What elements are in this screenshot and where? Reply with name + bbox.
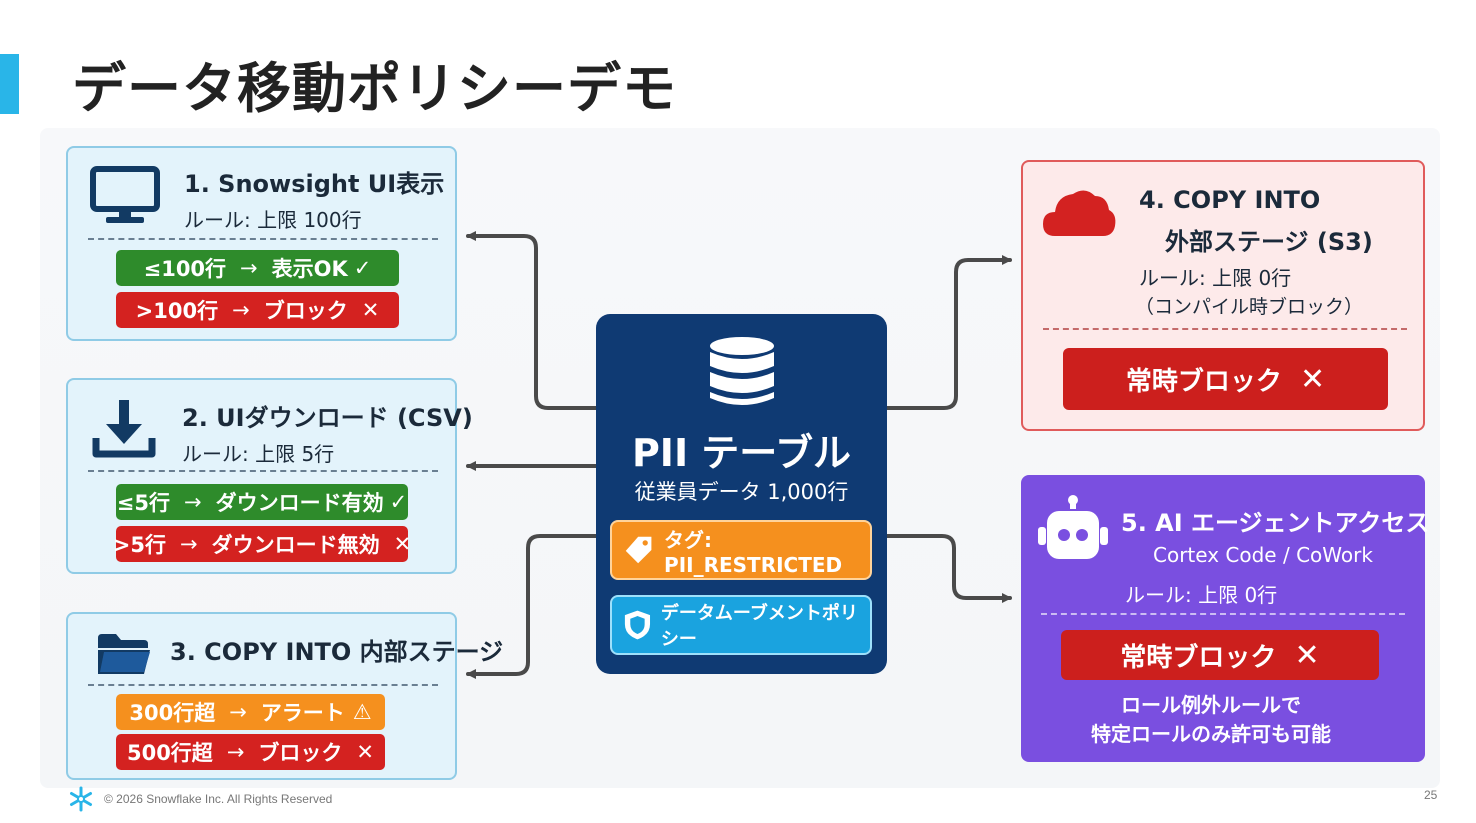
divider [88,470,438,472]
box-rule: ルール: 上限 5行 [182,442,335,466]
arrow-right-icon: → [180,532,198,556]
copyright-text: © 2026 Snowflake Inc. All Rights Reserve… [104,792,333,806]
block-result-pill: >100行 → ブロック ✕ [116,292,399,328]
alert-result-pill: 300行超 → アラート ⚠ [116,694,385,730]
divider [1043,328,1407,330]
shield-icon [624,610,651,640]
pill-condition: 500行超 [126,741,213,765]
pill-result: ダウンロード無効 [211,533,380,557]
always-block-badge: 常時ブロック ✕ [1063,348,1388,410]
pill-condition: >5行 [112,533,166,557]
box-ui-download: 2. UIダウンロード (CSV) ルール: 上限 5行 ≤5行 → ダウンロー… [66,378,473,574]
cross-icon: ✕ [1299,361,1326,397]
box-rule: ルール: 上限 0行 [1125,583,1278,607]
warning-icon: ⚠ [352,700,372,724]
folder-icon [98,634,150,674]
snowflake-logo-icon [70,786,92,812]
divider [88,684,438,686]
pill-condition: ≤100行 [143,257,227,281]
arrow-right-icon: → [184,490,202,514]
monitor-icon [90,166,160,223]
box-rule: ルール: 上限 0行 [1139,266,1292,290]
exception-note-line2: 特定ロールのみ許可も可能 [1091,722,1331,746]
pill-result: 表示OK [271,257,348,281]
block-label: 常時ブロック [1120,642,1277,673]
robot-icon [1038,495,1108,559]
pii-table-node: PII テーブル 従業員データ 1,000行 タグ: PII_RESTRICTE… [596,314,887,674]
tag-icon [625,536,652,564]
block-result-pill: >5行 → ダウンロード無効 ✕ [112,526,411,562]
tag-label: タグ: PII_RESTRICTED [664,527,843,577]
block-result-pill: 500行超 → ブロック ✕ [116,734,385,770]
divider [88,238,438,240]
cross-icon: ✕ [1294,637,1320,673]
title-accent-bar [0,54,19,114]
page-title: データ移動ポリシーデモ [72,57,677,120]
pill-result: ブロック [258,741,343,765]
page-number: 25 [1424,788,1438,802]
pill-result: アラート [260,701,345,725]
pill-condition: >100行 [135,299,219,323]
pill-condition: 300行超 [129,701,216,725]
box-copy-into-external: 4. COPY INTO 外部ステージ (S3) ルール: 上限 0行 （コンパ… [1021,160,1425,431]
center-title: PII テーブル [631,431,852,475]
box-title: 3. COPY INTO 内部ステージ [170,638,504,666]
block-label: 常時ブロック [1125,366,1282,397]
pill-condition: ≤5行 [116,491,170,515]
cloud-icon [1043,190,1116,236]
box-rule: ルール: 上限 100行 [184,208,362,232]
box-copy-into-internal: 3. COPY INTO 内部ステージ 300行超 → アラート ⚠ 500行超… [66,612,503,780]
box-title-line1: 4. COPY INTO [1139,186,1321,214]
cross-icon: ✕ [356,740,375,764]
download-icon [92,400,156,458]
ok-result-pill: ≤5行 → ダウンロード有効 ✓ [116,484,408,520]
box-title: 5. AI エージェントアクセス [1121,509,1430,537]
box-title: 2. UIダウンロード (CSV) [182,404,473,432]
arrow-right-icon: → [229,700,247,724]
check-icon: ✓ [353,256,372,280]
arrow-right-icon: → [232,298,250,322]
divider [1041,613,1405,615]
policy-label: データムーブメントポリシー [660,603,858,650]
tag-badge: タグ: PII_RESTRICTED [610,520,872,580]
arrow-right-icon: → [226,740,245,764]
policy-badge: データムーブメントポリシー [610,595,872,655]
always-block-badge: 常時ブロック ✕ [1061,630,1379,680]
box-ai-agent-access: 5. AI エージェントアクセス Cortex Code / CoWork ルー… [1021,475,1429,762]
box-rule-note: （コンパイル時ブロック） [1135,296,1364,318]
box-title: 1. Snowsight UI表示 [184,170,445,198]
check-icon: ✓ [389,490,408,514]
arrow-right-icon: → [240,256,258,280]
cross-icon: ✕ [361,298,380,322]
exception-note-line1: ロール例外ルールで [1121,693,1301,717]
center-subtitle: 従業員データ 1,000行 [634,480,849,504]
database-icon [710,337,774,405]
box-subtitle: Cortex Code / CoWork [1153,543,1373,567]
box-snowsight-ui: 1. Snowsight UI表示 ルール: 上限 100行 ≤100行 → 表… [66,146,457,341]
pill-result: ブロック [263,299,348,323]
cross-icon: ✕ [393,532,412,556]
ok-result-pill: ≤100行 → 表示OK ✓ [116,250,399,286]
box-title-line2: 外部ステージ (S3) [1165,228,1373,256]
pill-result: ダウンロード有効 [215,491,384,515]
